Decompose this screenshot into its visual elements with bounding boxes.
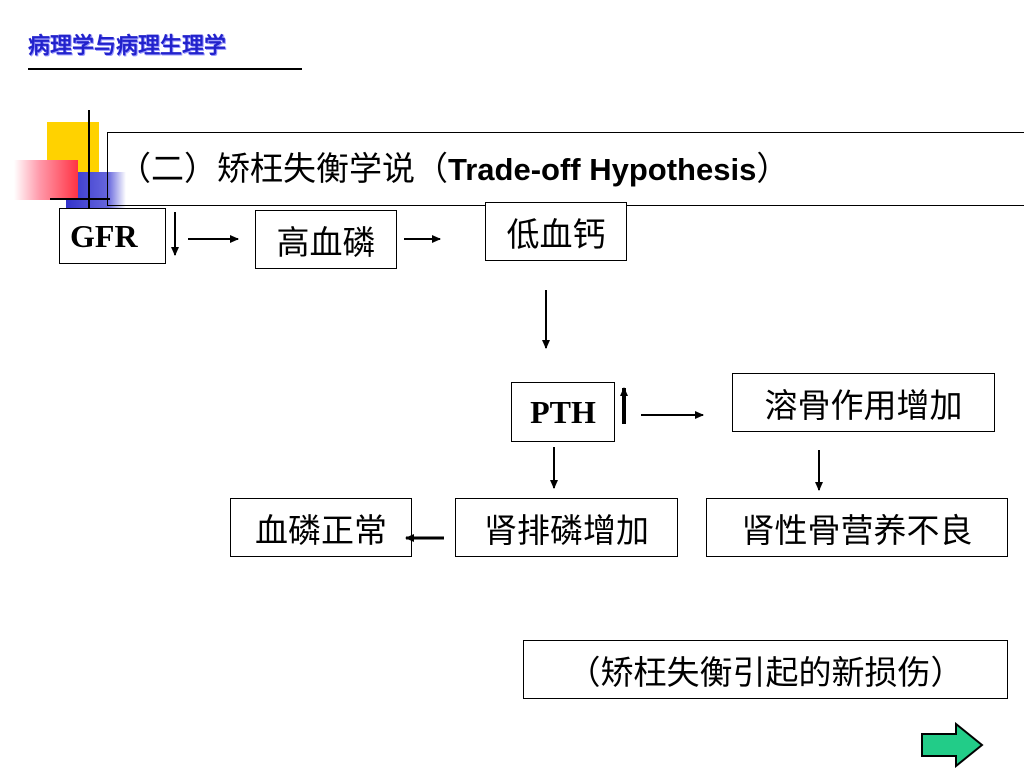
right-arrow-icon	[921, 721, 984, 769]
low-calcium-label: 低血钙	[506, 214, 606, 254]
pth-box: PTH	[511, 382, 615, 442]
pth-label: PTH	[530, 393, 596, 430]
high-phosphate-box: 高血磷	[255, 210, 397, 269]
deco-horizontal-line	[50, 198, 110, 200]
phosphate-normal-label: 血磷正常	[255, 510, 387, 550]
slide-title: （二）矫枉失衡学说（Trade-off Hypothesis）	[118, 142, 789, 190]
low-calcium-box: 低血钙	[485, 202, 627, 261]
next-slide-button[interactable]	[920, 721, 984, 769]
deco-red-square	[14, 160, 78, 200]
high-phosphate-label: 高血磷	[276, 222, 376, 262]
phosphate-normal-box: 血磷正常	[230, 498, 412, 557]
renal-excretion-label: 肾排磷增加	[484, 510, 649, 550]
osteolysis-box: 溶骨作用增加	[732, 373, 995, 432]
title-prefix: （二）矫枉失衡学说（	[118, 149, 448, 188]
title-suffix: ）	[756, 149, 790, 188]
gfr-label: GFR	[70, 217, 138, 254]
renal-osteodystrophy-box: 肾性骨营养不良	[706, 498, 1008, 557]
header-underline	[28, 68, 302, 70]
gfr-box: GFR	[59, 208, 166, 264]
course-title: 病理学与病理生理学	[28, 34, 227, 59]
deco-vertical-line	[88, 110, 90, 224]
note-label: （矫枉失衡引起的新损伤）	[567, 652, 964, 692]
osteolysis-label: 溶骨作用增加	[764, 385, 963, 425]
renal-excretion-box: 肾排磷增加	[455, 498, 678, 557]
renal-osteodystrophy-label: 肾性骨营养不良	[741, 510, 973, 550]
note-box: （矫枉失衡引起的新损伤）	[523, 640, 1008, 699]
title-english: Trade-off Hypothesis	[448, 152, 757, 187]
